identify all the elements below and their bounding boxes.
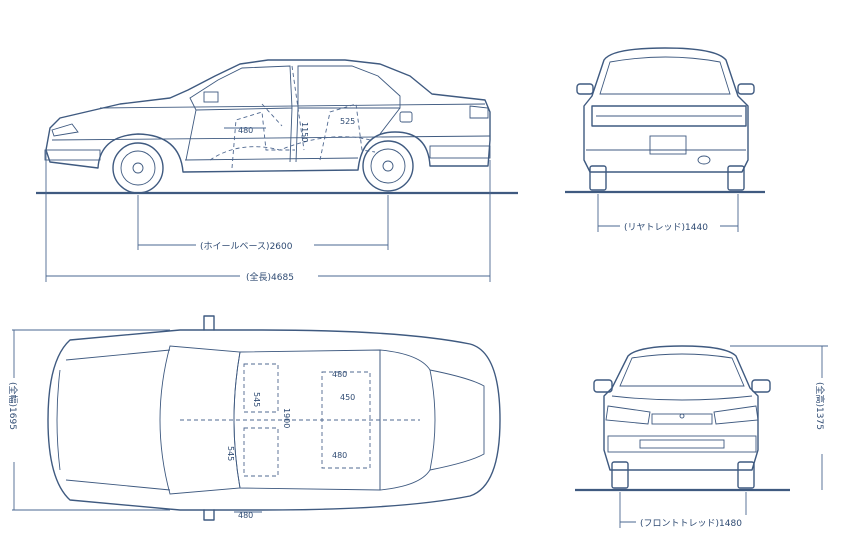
overall-height-label: (全高)1375	[814, 382, 826, 430]
top-windshield	[159, 345, 241, 495]
rear-window	[599, 56, 731, 95]
top-front-nose	[56, 369, 61, 471]
top-dim-480-a: 480	[332, 370, 347, 379]
rear-body-outline	[583, 47, 749, 173]
top-dim-1900: 1900	[282, 408, 291, 428]
side-rocker-line	[184, 157, 359, 161]
front-left-headlight	[605, 405, 651, 425]
wheelbase-label: (ホイールベース)2600	[200, 241, 293, 252]
front-right-mirror	[751, 379, 771, 393]
front-hood-line	[611, 395, 753, 401]
side-view: 480 1150 525 (ホイールベース)2600 (全長)4685	[36, 59, 518, 283]
side-body-outline	[45, 59, 491, 173]
front-right-tire	[737, 461, 755, 489]
side-rear-door	[295, 107, 401, 163]
front-bumper	[607, 435, 757, 453]
rear-right-tire	[727, 165, 745, 191]
front-right-headlight	[713, 405, 759, 425]
side-pillar-a	[291, 65, 305, 151]
rear-left-mirror	[576, 83, 594, 95]
rear-taillight-band	[591, 105, 747, 127]
front-view: (全高)1375 (フロントトレッド)1480	[575, 345, 828, 529]
top-rear-window	[379, 349, 436, 491]
top-roof	[233, 349, 381, 491]
wheelbase-label-bg	[196, 238, 314, 252]
side-front-bumper	[44, 149, 101, 161]
side-rear-wheel	[362, 140, 414, 192]
rear-tread-label-bg	[620, 219, 720, 233]
front-body-outline	[603, 345, 759, 471]
overall-length-label-bg	[240, 269, 318, 283]
side-dim-1150: 1150	[300, 122, 309, 142]
overall-width-label-bg	[7, 378, 21, 462]
side-dim-525: 525	[340, 117, 355, 126]
side-front-wheel	[112, 142, 164, 194]
top-dim-545-b: 545	[226, 446, 235, 461]
side-rear-bumper	[429, 145, 491, 159]
front-tread-label-bg	[636, 515, 754, 529]
side-steering-wheel	[261, 103, 283, 127]
top-dim-480-c: 480	[238, 511, 253, 520]
front-emblem	[679, 413, 685, 419]
side-rear-window	[297, 65, 401, 109]
overall-length-label: (全長)4685	[246, 271, 294, 283]
top-hood-line	[65, 349, 171, 491]
side-seat-rear	[319, 103, 376, 161]
rear-view: (リヤトレッド)1440	[565, 47, 765, 233]
rear-exhaust	[697, 155, 711, 165]
top-right-mirror	[203, 509, 215, 521]
top-trunk	[429, 369, 485, 471]
side-front-door	[185, 107, 293, 163]
overall-width-label: (全幅)1695	[7, 382, 19, 430]
front-left-tire	[611, 461, 629, 489]
side-greenhouse	[189, 65, 293, 111]
side-headlight	[51, 123, 79, 137]
side-interior-floor	[209, 136, 371, 161]
rear-left-tire	[589, 165, 607, 191]
rear-tread-label: (リヤトレッド)1440	[624, 223, 708, 233]
front-air-intake	[639, 439, 725, 449]
overall-height-label-bg	[814, 378, 828, 454]
top-seat-front-left	[243, 363, 279, 413]
side-belt-line	[99, 103, 486, 109]
side-taillight	[469, 105, 489, 119]
top-dim-480-b: 480	[332, 451, 347, 460]
rear-license-plate	[649, 135, 687, 155]
front-windshield	[619, 353, 745, 387]
top-seat-front-right	[243, 427, 279, 477]
top-dim-545-a: 545	[252, 392, 261, 407]
top-view: 545 545 1900 480 450 480 480 (全幅)1695	[7, 315, 501, 521]
side-mirror	[203, 91, 219, 103]
side-character-line	[51, 135, 491, 141]
front-tread-label: (フロントトレッド)1480	[640, 519, 742, 529]
rear-right-mirror	[737, 83, 755, 95]
side-dim-480: 480	[238, 126, 253, 135]
side-fuel-door	[399, 111, 413, 123]
top-left-mirror	[203, 315, 215, 331]
top-body-outline	[47, 329, 501, 511]
front-grille	[651, 413, 713, 425]
front-left-mirror	[593, 379, 613, 393]
top-dim-450: 450	[340, 393, 355, 402]
